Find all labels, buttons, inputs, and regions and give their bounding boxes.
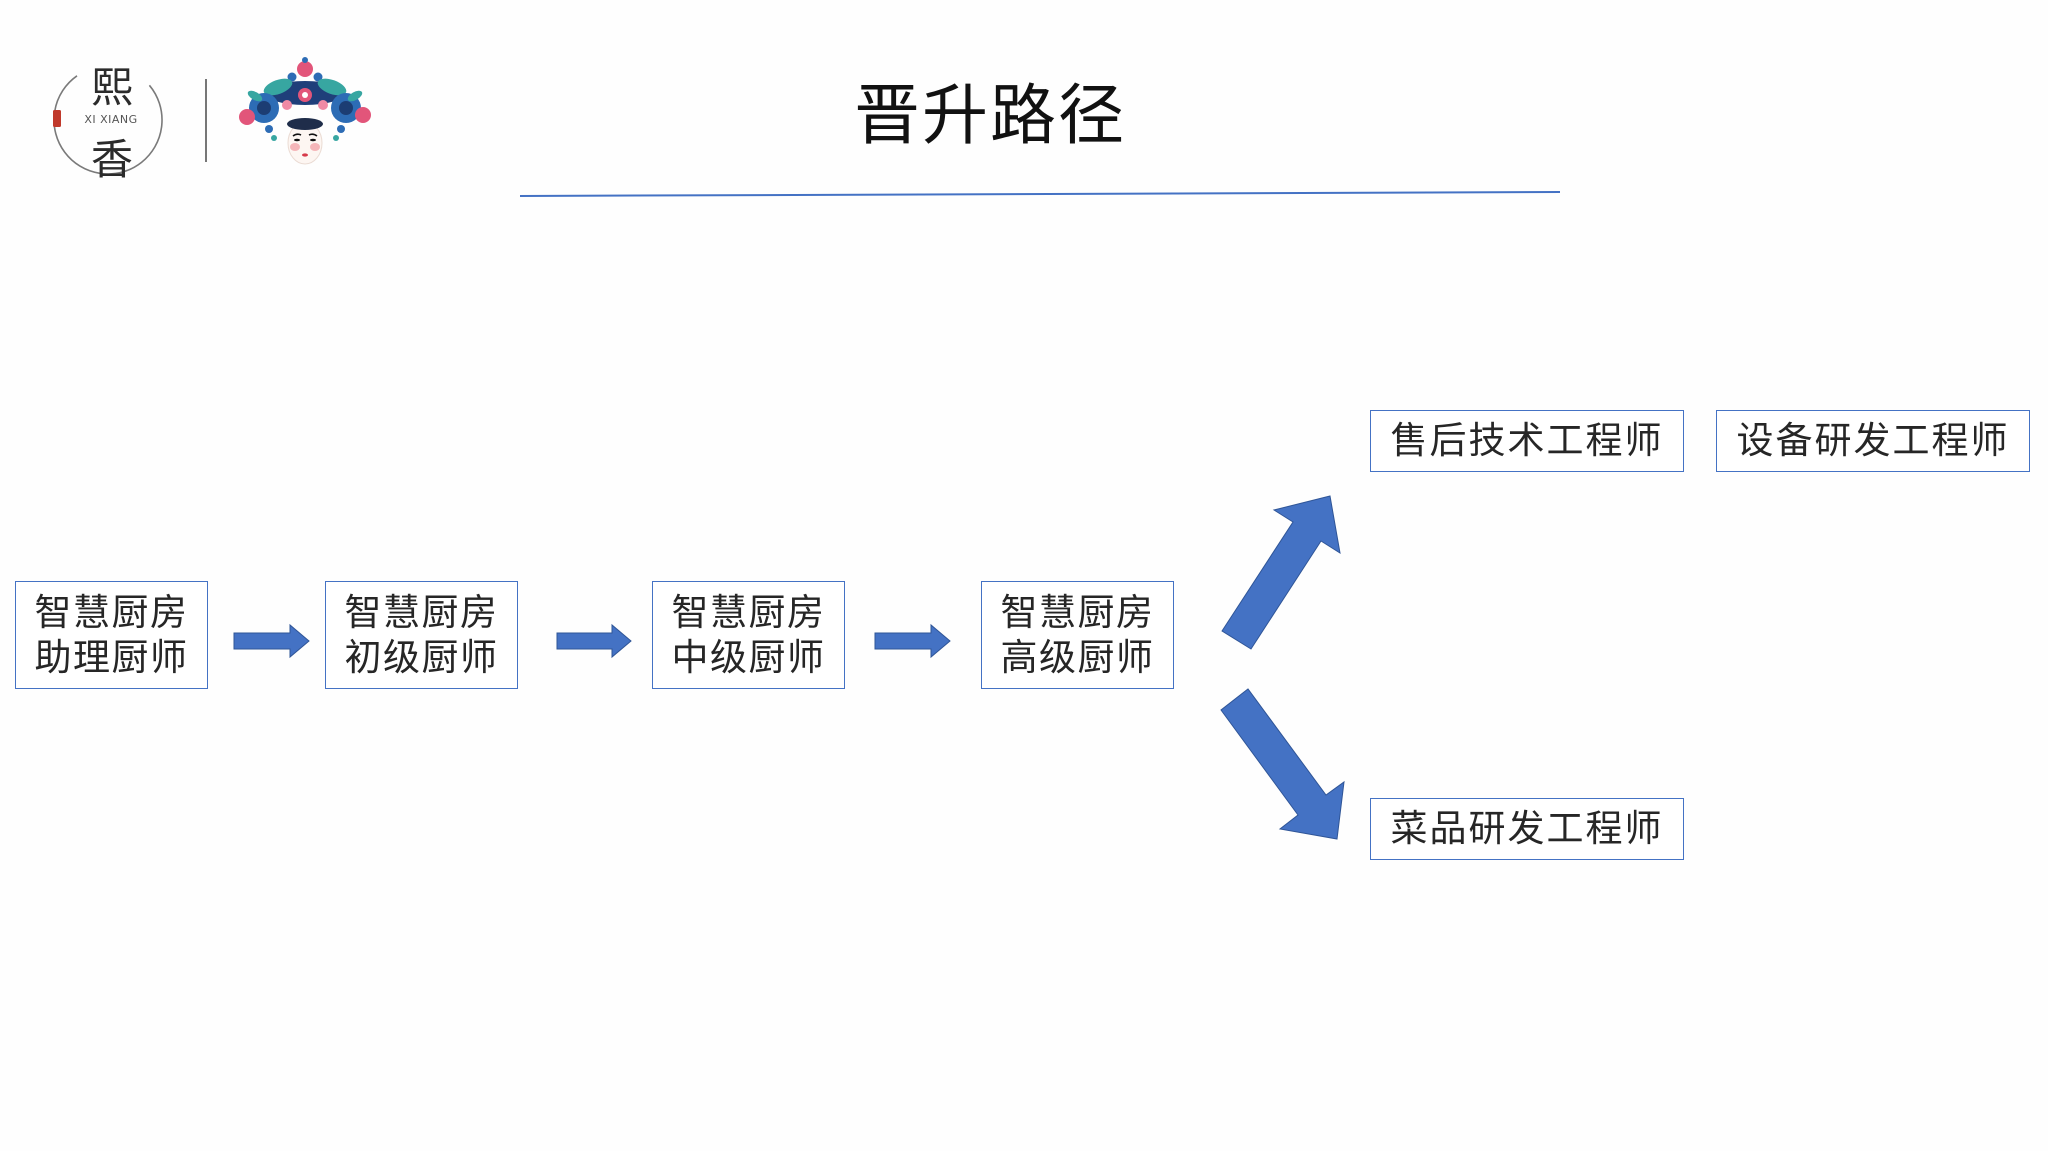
logo-ring bbox=[53, 75, 163, 175]
stage-line1: 智慧厨房 bbox=[344, 591, 499, 634]
role-label: 售后技术工程师 bbox=[1390, 419, 1664, 462]
arrow-stage1-to-stage2 bbox=[233, 623, 310, 659]
stage-line2: 中级厨师 bbox=[671, 636, 826, 679]
stage-line2: 高级厨师 bbox=[1000, 636, 1155, 679]
mask-face bbox=[287, 118, 323, 165]
mask-headdress bbox=[239, 57, 371, 141]
brand-wordmark-logo: 熙 XI XIANG 香 bbox=[53, 63, 163, 184]
role-label: 菜品研发工程师 bbox=[1390, 807, 1664, 850]
logo-seal bbox=[53, 110, 61, 127]
stage-box-junior: 智慧厨房 初级厨师 bbox=[325, 581, 518, 689]
logo-char-top: 熙 bbox=[91, 63, 133, 112]
stage-box-intermediate: 智慧厨房 中级厨师 bbox=[652, 581, 845, 689]
role-box-after-sales: 售后技术工程师 bbox=[1370, 410, 1684, 472]
peking-opera-mask-icon bbox=[239, 57, 371, 165]
stage-line1: 智慧厨房 bbox=[671, 591, 826, 634]
logo-latin: XI XIANG bbox=[84, 113, 137, 126]
stage-line2: 助理厨师 bbox=[34, 636, 189, 679]
logo-char-bottom: 香 bbox=[91, 135, 133, 184]
stage-line1: 智慧厨房 bbox=[34, 591, 189, 634]
stage-line2: 初级厨师 bbox=[344, 636, 499, 679]
stage-line1: 智慧厨房 bbox=[1000, 591, 1155, 634]
role-box-dish-rnd: 菜品研发工程师 bbox=[1370, 798, 1684, 860]
arrow-stage2-to-stage3 bbox=[556, 623, 632, 659]
title-underline bbox=[519, 191, 1561, 197]
role-box-equipment-rnd: 设备研发工程师 bbox=[1716, 410, 2030, 472]
arrow-stage3-to-stage4 bbox=[874, 623, 951, 659]
stage-box-senior: 智慧厨房 高级厨师 bbox=[981, 581, 1174, 689]
arrow-branch-down bbox=[1220, 688, 1345, 840]
role-label: 设备研发工程师 bbox=[1736, 419, 2010, 462]
arrow-branch-up bbox=[1221, 495, 1341, 650]
stage-box-assistant: 智慧厨房 助理厨师 bbox=[15, 581, 208, 689]
page-title: 晋升路径 bbox=[854, 77, 1126, 154]
